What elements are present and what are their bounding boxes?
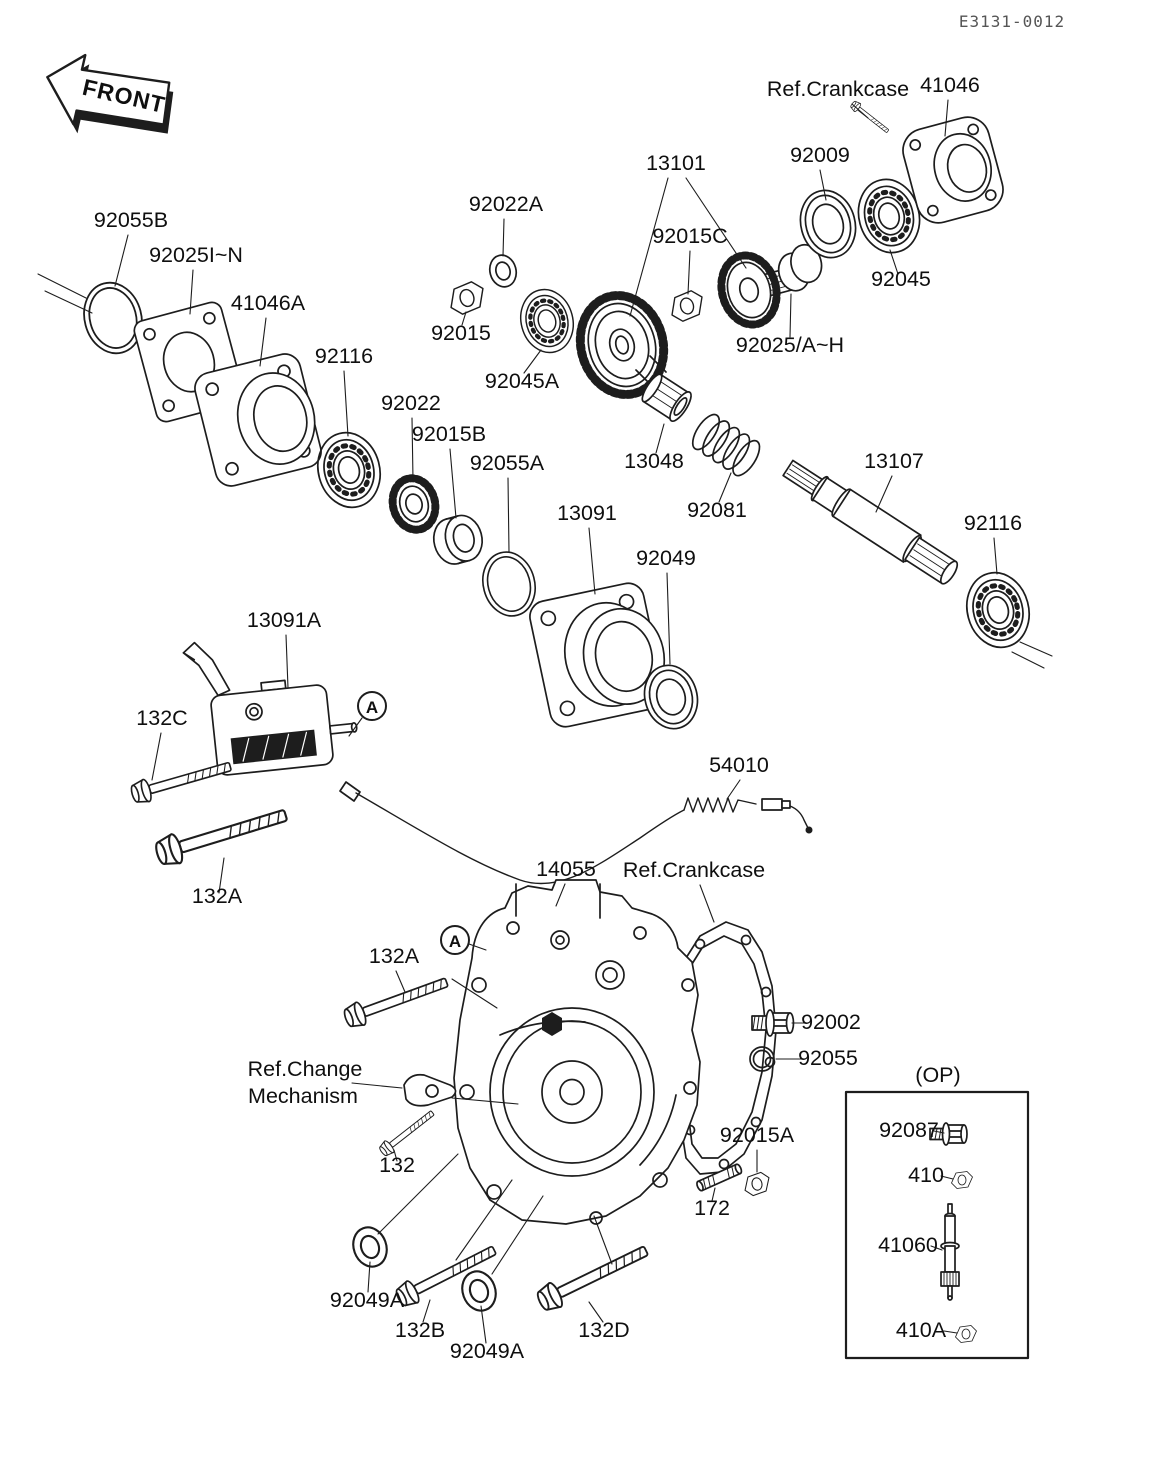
bolt-132A-mid bbox=[340, 970, 452, 1032]
label-13091A: 13091A bbox=[247, 608, 322, 632]
label-132A-left: 132A bbox=[192, 884, 243, 908]
label-ref-change-line2: Mechanism bbox=[248, 1084, 358, 1108]
washer-92049A-mid bbox=[455, 1265, 503, 1317]
front-direction-arrow: FRONT bbox=[46, 53, 174, 134]
bolt-132D bbox=[533, 1237, 653, 1316]
flange-housing-41046A bbox=[194, 353, 322, 487]
seal-92049 bbox=[643, 664, 699, 730]
label-132D: 132D bbox=[578, 1318, 629, 1342]
part-labels: E3131-0012 Ref.Crankcase 41046 13101 920… bbox=[94, 12, 1065, 1363]
label-92116-right: 92116 bbox=[964, 511, 1022, 535]
label-132B: 132B bbox=[395, 1318, 445, 1342]
cable-54010 bbox=[339, 781, 813, 885]
label-92116-left: 92116 bbox=[315, 344, 373, 368]
label-92015A: 92015A bbox=[720, 1123, 795, 1147]
coupling-13048 bbox=[641, 373, 692, 422]
bolt-132A-left bbox=[151, 799, 292, 870]
locknut-92015B bbox=[432, 514, 483, 565]
label-13091: 13091 bbox=[557, 501, 617, 525]
label-41046: 41046 bbox=[920, 73, 980, 97]
label-410: 410 bbox=[908, 1163, 944, 1187]
a-marker-left-label: A bbox=[366, 698, 378, 717]
label-92055: 92055 bbox=[798, 1046, 858, 1070]
label-410A: 410A bbox=[896, 1318, 947, 1342]
label-14055: 14055 bbox=[536, 857, 596, 881]
label-92081: 92081 bbox=[687, 498, 747, 522]
spring-92081 bbox=[691, 413, 761, 477]
gear-assembly-41060 bbox=[940, 1203, 960, 1301]
label-13101: 13101 bbox=[646, 151, 706, 175]
label-54010: 54010 bbox=[709, 753, 769, 777]
oring-92055 bbox=[749, 1046, 775, 1072]
label-172: 172 bbox=[694, 1196, 730, 1220]
label-92045: 92045 bbox=[871, 267, 931, 291]
label-92022: 92022 bbox=[381, 391, 441, 415]
label-92045A: 92045A bbox=[485, 369, 560, 393]
label-13107: 13107 bbox=[864, 449, 924, 473]
nut-92015A bbox=[741, 1170, 773, 1198]
label-92015C: 92015C bbox=[652, 224, 727, 248]
flange-housing-41046 bbox=[902, 116, 1004, 224]
label-92015: 92015 bbox=[431, 321, 491, 345]
bolt-132 bbox=[376, 1106, 438, 1159]
plug-92087 bbox=[929, 1122, 968, 1146]
bevel-gear-13101 bbox=[575, 291, 669, 399]
label-92025A-H: 92025/A~H bbox=[736, 333, 844, 357]
leader-lines bbox=[37, 99, 1053, 1344]
seal-92009 bbox=[799, 189, 857, 259]
bolt-132B bbox=[392, 1238, 501, 1311]
nut-92015C bbox=[666, 287, 708, 325]
stud-172 bbox=[696, 1163, 743, 1192]
label-92022A: 92022A bbox=[469, 192, 544, 216]
a-marker-bottom: A bbox=[440, 925, 470, 955]
label-92049: 92049 bbox=[636, 546, 696, 570]
op-box bbox=[844, 1090, 1030, 1360]
a-marker-left: A bbox=[357, 691, 387, 721]
diff-lock-housing-13091A bbox=[182, 641, 358, 776]
label-132: 132 bbox=[379, 1153, 415, 1177]
flange-housing-13091 bbox=[529, 582, 666, 728]
label-ref-crankcase-mid: Ref.Crankcase bbox=[623, 858, 765, 882]
label-92049A-left: 92049A bbox=[330, 1288, 405, 1312]
label-13048: 13048 bbox=[624, 449, 684, 473]
label-132A-mid: 132A bbox=[369, 944, 420, 968]
label-92055B: 92055B bbox=[94, 208, 168, 232]
drawing-number: E3131-0012 bbox=[959, 12, 1065, 31]
label-92015B: 92015B bbox=[412, 422, 486, 446]
label-92049A-mid: 92049A bbox=[450, 1339, 525, 1363]
bolt-ref-crankcase bbox=[848, 99, 892, 136]
label-92087: 92087 bbox=[879, 1118, 939, 1142]
bearing-92116-right bbox=[959, 566, 1038, 655]
label-op-box: (OP) bbox=[915, 1063, 960, 1087]
nut-92015 bbox=[445, 278, 489, 318]
label-132C: 132C bbox=[136, 706, 187, 730]
crankcase-cover-14055 bbox=[453, 879, 701, 1225]
a-marker-bottom-label: A bbox=[449, 932, 461, 951]
label-92009: 92009 bbox=[790, 143, 850, 167]
washer-92022A bbox=[485, 251, 521, 291]
nut-410A bbox=[955, 1325, 977, 1343]
bearing-92045A bbox=[514, 284, 580, 359]
label-ref-change-line1: Ref.Change bbox=[248, 1057, 363, 1081]
label-92055A: 92055A bbox=[470, 451, 545, 475]
shims-92025A-H bbox=[777, 243, 823, 292]
label-41046A: 41046A bbox=[231, 291, 306, 315]
label-41060: 41060 bbox=[878, 1233, 938, 1257]
nut-410 bbox=[951, 1171, 973, 1189]
toothed-washer-92022 bbox=[388, 474, 440, 534]
bearing-92116-left bbox=[310, 426, 389, 515]
label-ref-crankcase-top: Ref.Crankcase bbox=[767, 77, 909, 101]
change-mechanism-lever bbox=[403, 1073, 457, 1107]
output-shaft-13107 bbox=[782, 459, 959, 585]
label-92002: 92002 bbox=[801, 1010, 861, 1034]
label-92025I-N: 92025I~N bbox=[149, 243, 243, 267]
